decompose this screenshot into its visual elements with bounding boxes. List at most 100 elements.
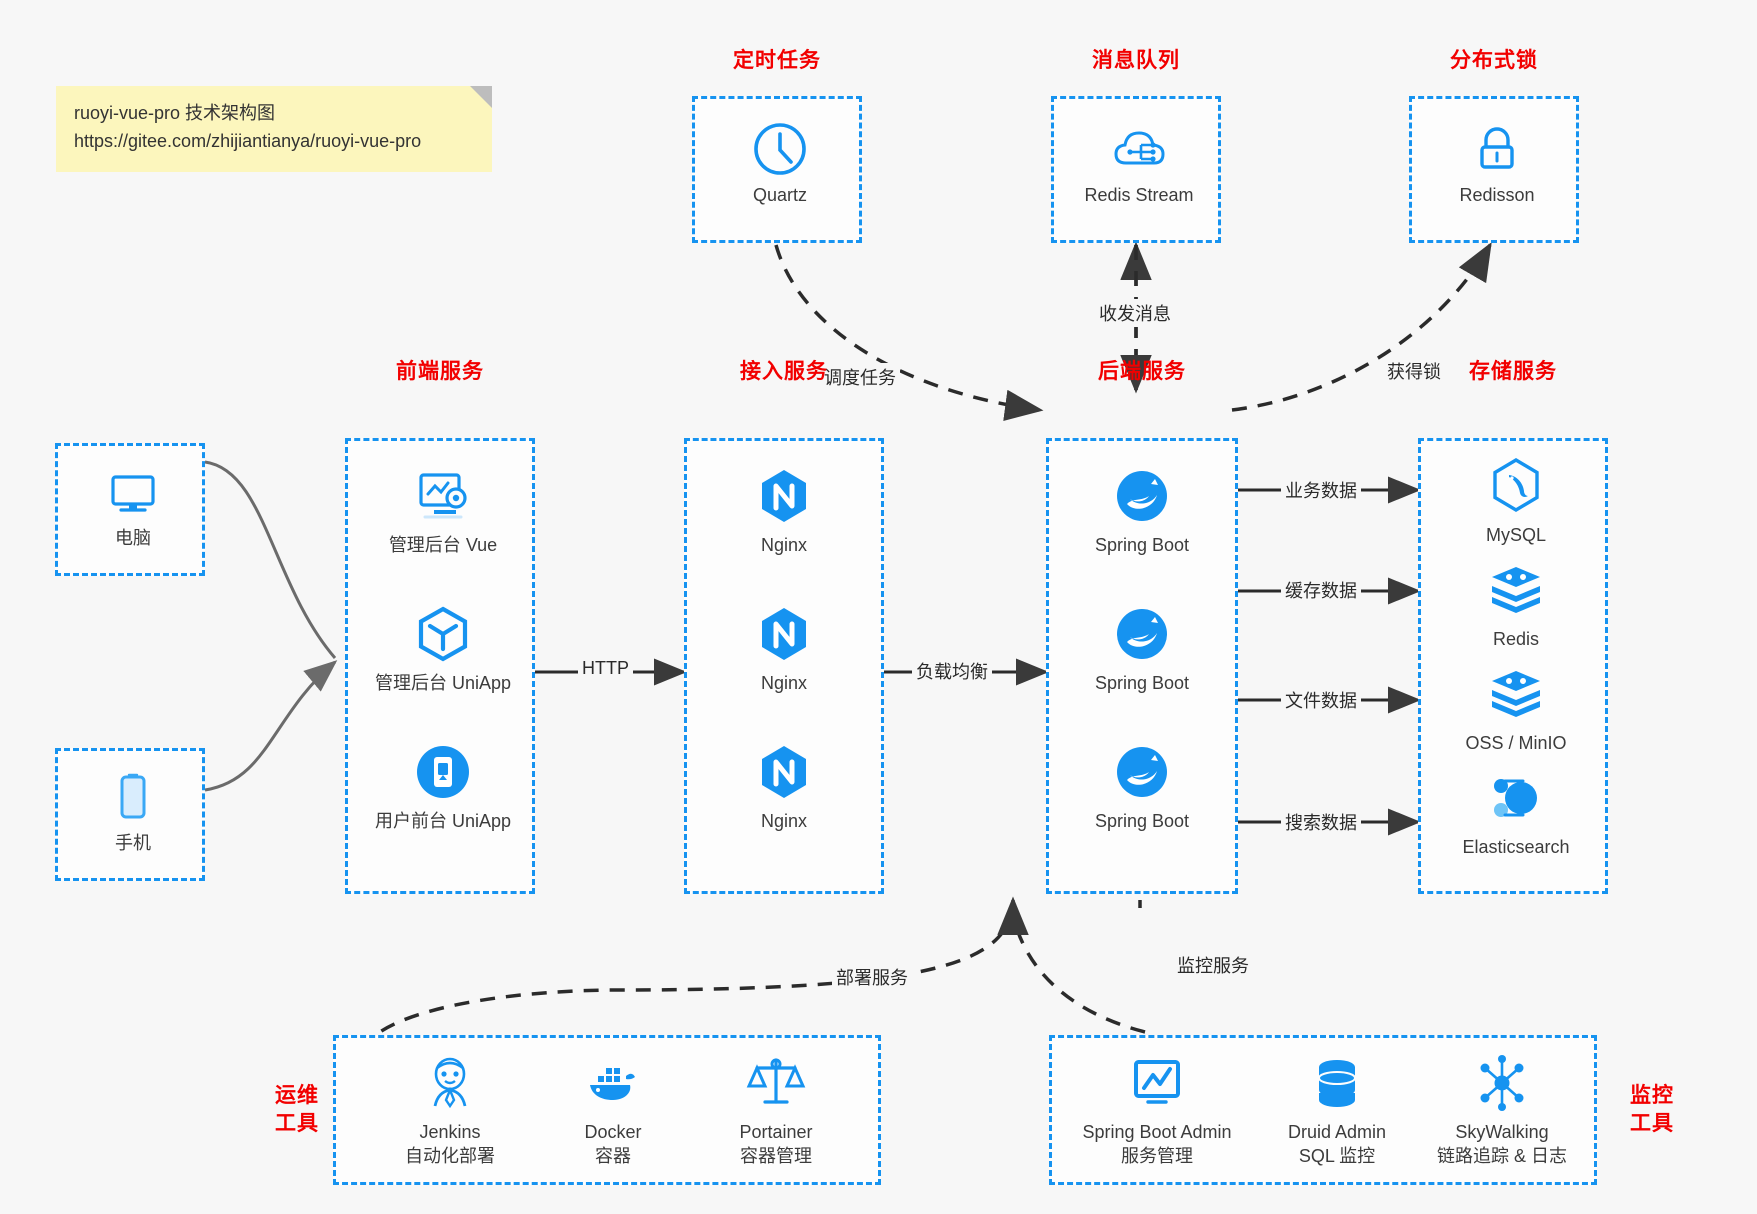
lock-icon	[1469, 121, 1525, 177]
desktop-icon	[105, 464, 161, 520]
node-spring-boot-1[interactable]: Spring Boot	[1047, 465, 1237, 557]
edge-label-cache-data: 缓存数据	[1281, 576, 1361, 604]
smartphone-icon	[105, 769, 161, 825]
group-title-gateway: 接入服务	[740, 360, 828, 383]
node-label-admin-uniapp: 管理后台 UniApp	[374, 673, 512, 693]
edge-label-send-receive: 收发消息	[1095, 299, 1175, 327]
group-title-lock: 分布式锁	[1450, 49, 1538, 72]
note-line-title: ruoyi-vue-pro 技术架构图	[74, 103, 276, 123]
node-label-mysql: MySQL	[1485, 525, 1546, 545]
node-label-mobile: 手机	[115, 833, 151, 853]
node-label-docker: Docker 容器	[584, 1122, 642, 1167]
jenkins-butler-icon	[419, 1052, 481, 1114]
node-label-druid-admin: Druid Admin SQL 监控	[1287, 1122, 1387, 1167]
node-quartz[interactable]: Quartz	[710, 121, 850, 207]
mysql-dolphin-icon	[1485, 455, 1547, 517]
group-device-pc: 电脑	[55, 443, 205, 576]
group-mq: Redis Stream	[1051, 96, 1221, 243]
edge-label-load-balance: 负载均衡	[912, 657, 992, 685]
edge-label-schedule-task: 调度任务	[820, 363, 900, 391]
node-admin-vue[interactable]: 管理后台 Vue	[348, 465, 538, 557]
node-admin-uniapp[interactable]: 管理后台 UniApp	[348, 603, 538, 695]
edge-label-business-data: 业务数据	[1281, 476, 1361, 504]
node-label-redis-stream: Redis Stream	[1084, 185, 1194, 205]
group-gateway: Nginx Nginx Nginx	[684, 438, 884, 894]
node-spring-boot-3[interactable]: Spring Boot	[1047, 741, 1237, 833]
node-elasticsearch[interactable]: Elasticsearch	[1421, 767, 1611, 859]
edge-label-acquire-lock: 获得锁	[1383, 357, 1445, 385]
group-storage: MySQL Redis OS	[1418, 438, 1608, 894]
group-title-mq: 消息队列	[1092, 49, 1180, 72]
node-spring-boot-admin[interactable]: Spring Boot Admin 服务管理	[1062, 1052, 1252, 1169]
node-oss-minio[interactable]: OSS / MinIO	[1421, 663, 1611, 755]
group-devops: Jenkins 自动化部署 Docker 容器	[333, 1035, 881, 1185]
node-label-jenkins: Jenkins 自动化部署	[405, 1122, 495, 1167]
redis-stack-icon	[1485, 663, 1547, 725]
edge-label-file-data: 文件数据	[1281, 686, 1361, 714]
node-label-spring-boot-admin: Spring Boot Admin 服务管理	[1082, 1122, 1232, 1167]
skywalking-nodes-icon	[1471, 1052, 1533, 1114]
node-mobile[interactable]: 手机	[63, 769, 203, 855]
group-scheduler: Quartz	[692, 96, 862, 243]
node-redis[interactable]: Redis	[1421, 559, 1611, 651]
group-title-monitor: 监控 工具	[1630, 1084, 1674, 1136]
node-pc[interactable]: 电脑	[63, 464, 203, 550]
elasticsearch-icon	[1485, 767, 1547, 829]
node-label-elasticsearch: Elasticsearch	[1462, 837, 1570, 857]
node-portainer[interactable]: Portainer 容器管理	[681, 1052, 871, 1169]
note-fold-corner	[470, 86, 492, 108]
cube-icon	[412, 603, 474, 665]
edge-label-monitor-service: 监控服务	[1173, 951, 1253, 979]
dashboard-gear-icon	[412, 465, 474, 527]
group-lock: Redisson	[1409, 96, 1579, 243]
group-title-scheduler: 定时任务	[733, 49, 821, 72]
node-label-portainer: Portainer 容器管理	[739, 1122, 813, 1167]
clock-icon	[752, 121, 808, 177]
edge-label-deploy-service: 部署服务	[832, 963, 912, 991]
node-spring-boot-2[interactable]: Spring Boot	[1047, 603, 1237, 695]
node-druid-admin[interactable]: Druid Admin SQL 监控	[1242, 1052, 1432, 1169]
node-nginx-2[interactable]: Nginx	[689, 603, 879, 695]
node-label-spring-boot-1: Spring Boot	[1094, 535, 1190, 555]
node-label-user-uniapp: 用户前台 UniApp	[374, 811, 512, 831]
node-label-spring-boot-3: Spring Boot	[1094, 811, 1190, 831]
monitor-chart-icon	[1126, 1052, 1188, 1114]
node-skywalking[interactable]: SkyWalking 链路追踪 & 日志	[1407, 1052, 1597, 1169]
node-redis-stream[interactable]: Redis Stream	[1069, 121, 1209, 207]
edge-label-http: HTTP	[578, 657, 633, 680]
nginx-icon	[753, 465, 815, 527]
node-label-spring-boot-2: Spring Boot	[1094, 673, 1190, 693]
group-frontend: 管理后台 Vue 管理后台 UniApp 用户前台 UniApp	[345, 438, 535, 894]
edge-label-search-data: 搜索数据	[1281, 808, 1361, 836]
group-title-devops: 运维 工具	[275, 1084, 319, 1136]
node-mysql[interactable]: MySQL	[1421, 455, 1611, 547]
node-nginx-1[interactable]: Nginx	[689, 465, 879, 557]
node-docker[interactable]: Docker 容器	[518, 1052, 708, 1169]
node-label-quartz: Quartz	[752, 185, 808, 205]
nginx-icon	[753, 603, 815, 665]
nginx-icon	[753, 741, 815, 803]
node-label-oss-minio: OSS / MinIO	[1465, 733, 1567, 753]
group-backend: Spring Boot Spring Boot Spring Boot	[1046, 438, 1238, 894]
node-label-skywalking: SkyWalking 链路追踪 & 日志	[1436, 1122, 1567, 1167]
node-label-pc: 电脑	[115, 528, 151, 548]
node-label-admin-vue: 管理后台 Vue	[388, 535, 498, 555]
spring-leaf-icon	[1111, 741, 1173, 803]
node-label-redis: Redis	[1492, 629, 1540, 649]
docker-whale-icon	[582, 1052, 644, 1114]
group-title-frontend: 前端服务	[396, 360, 484, 383]
app-window-icon	[412, 741, 474, 803]
node-redisson[interactable]: Redisson	[1427, 121, 1567, 207]
spring-leaf-icon	[1111, 465, 1173, 527]
group-title-backend: 后端服务	[1098, 360, 1186, 383]
node-nginx-3[interactable]: Nginx	[689, 741, 879, 833]
node-label-nginx-2: Nginx	[760, 673, 808, 693]
group-monitor: Spring Boot Admin 服务管理 Druid Admin SQL 监…	[1049, 1035, 1597, 1185]
redis-stack-icon	[1485, 559, 1547, 621]
portainer-scale-icon	[745, 1052, 807, 1114]
note-line-url: https://gitee.com/zhijiantianya/ruoyi-vu…	[74, 130, 422, 151]
node-user-uniapp[interactable]: 用户前台 UniApp	[348, 741, 538, 833]
database-icon	[1306, 1052, 1368, 1114]
node-jenkins[interactable]: Jenkins 自动化部署	[355, 1052, 545, 1169]
node-label-nginx-3: Nginx	[760, 811, 808, 831]
